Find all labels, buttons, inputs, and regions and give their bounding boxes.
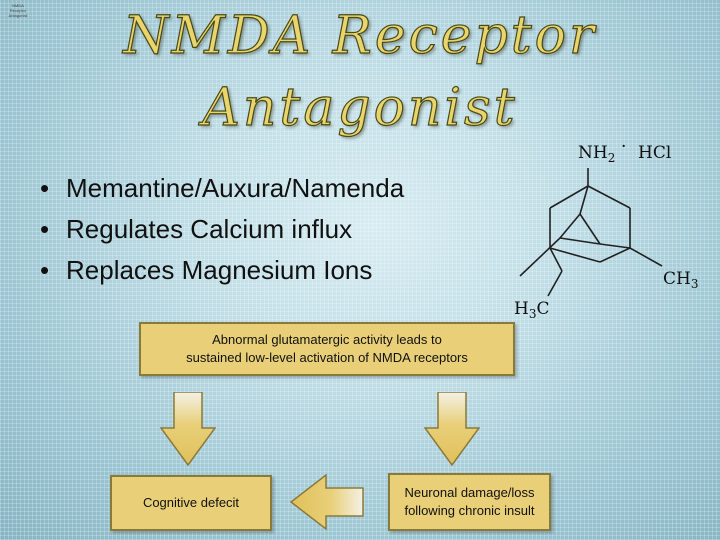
salt-label: HCl bbox=[638, 143, 671, 163]
arrow-left-icon bbox=[290, 474, 364, 530]
arrow-down-right-icon bbox=[424, 392, 480, 466]
bullet-item: Regulates Calcium influx bbox=[40, 209, 404, 250]
bullet-item: Replaces Magnesium Ions bbox=[40, 250, 404, 291]
slide-title-line-1: NMDA Receptor bbox=[123, 5, 597, 66]
amine-label: NH2 bbox=[578, 143, 615, 165]
methyl-right-label: CH3 bbox=[663, 269, 698, 291]
flow-box-glutamatergic: Abnormal glutamatergic activity leads to… bbox=[139, 322, 515, 376]
bullet-item: Memantine/Auxura/Namenda bbox=[40, 168, 404, 209]
thumbnail-line: Receptor bbox=[9, 8, 27, 13]
flow-box-text: Neuronal damage/loss bbox=[404, 485, 535, 500]
flow-box-text: Abnormal glutamatergic activity leads to bbox=[212, 332, 442, 347]
memantine-structure: NH2 · HCl CH3 H3C bbox=[514, 137, 698, 321]
salt-dot: · bbox=[621, 137, 626, 157]
arrow-down-left-icon bbox=[160, 392, 216, 466]
adamantane-skeleton bbox=[519, 168, 663, 297]
flow-box-neuronal-damage: Neuronal damage/loss following chronic i… bbox=[388, 473, 551, 531]
flow-box-text: following chronic insult bbox=[404, 503, 535, 518]
slide-thumbnail: NMDA Receptor Antagonist bbox=[8, 3, 28, 18]
thumbnail-line: NMDA bbox=[12, 3, 24, 8]
flow-box-cognitive-deficit: Cognitive defecit bbox=[110, 475, 272, 531]
methyl-left-label: H3C bbox=[514, 299, 549, 321]
flow-box-text: Cognitive defecit bbox=[142, 495, 240, 510]
thumbnail-line: Antagonist bbox=[8, 13, 28, 18]
flow-box-text: sustained low-level activation of NMDA r… bbox=[186, 350, 468, 365]
bullet-list: Memantine/Auxura/Namenda Regulates Calci… bbox=[40, 168, 404, 291]
slide-title-line-2: Antagonist bbox=[202, 77, 518, 138]
